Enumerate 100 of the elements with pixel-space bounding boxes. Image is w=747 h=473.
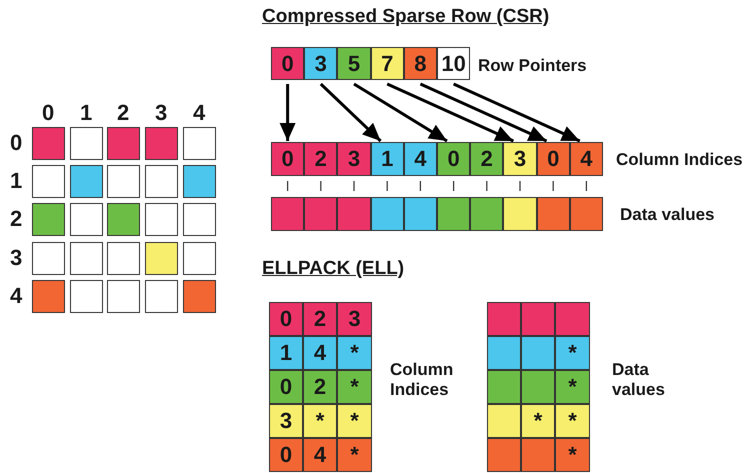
section-heading: ELLPACK (ELL) <box>262 258 404 280</box>
value-cell <box>487 336 521 370</box>
matrix-cell <box>70 280 103 313</box>
row-number: 1 <box>10 168 22 194</box>
matrix-cell <box>32 203 65 236</box>
index-cell: 3 <box>503 142 537 176</box>
tick-line <box>453 181 454 191</box>
matrix-cell <box>145 280 178 313</box>
index-cell: 3 <box>269 404 303 438</box>
value-cell <box>521 336 555 370</box>
value-cell <box>570 197 603 231</box>
index-cell: 0 <box>271 142 304 176</box>
pointer-cell: 8 <box>404 47 437 80</box>
matrix-cell <box>183 280 216 313</box>
table-label: Data values <box>612 360 666 400</box>
arrow <box>320 82 382 142</box>
arrow <box>280 84 296 141</box>
tick-line <box>552 181 554 191</box>
value-cell: * <box>555 438 590 472</box>
value-cell <box>370 197 404 231</box>
matrix-cell <box>32 280 65 313</box>
index-cell: 2 <box>304 142 338 176</box>
value-cell <box>487 404 521 438</box>
matrix-cell <box>107 280 140 313</box>
arrow <box>452 82 580 142</box>
value-cell: * <box>521 404 555 438</box>
matrix-cell <box>183 242 216 275</box>
index-cell: 2 <box>303 302 337 336</box>
matrix-cell <box>107 203 140 236</box>
pointer-cell: 10 <box>437 47 470 80</box>
matrix-cell <box>145 203 178 236</box>
index-cell: * <box>303 404 337 438</box>
index-cell: 4 <box>303 336 337 370</box>
matrix-cell <box>70 203 103 236</box>
value-cell <box>521 370 555 404</box>
table-label: Column Indices <box>390 360 454 400</box>
value-cell <box>521 438 555 472</box>
tick-line <box>586 181 587 191</box>
value-cell <box>503 197 537 231</box>
tick-line <box>486 181 488 191</box>
index-cell: 4 <box>303 438 337 472</box>
index-cell: * <box>337 370 372 404</box>
index-cell: 1 <box>269 336 303 370</box>
value-cell <box>337 197 371 231</box>
index-cell: 2 <box>303 370 337 404</box>
row-number: 2 <box>10 206 22 232</box>
tick-line <box>386 181 388 191</box>
matrix-cell <box>183 165 216 198</box>
matrix-cell <box>32 242 65 275</box>
matrix-cell <box>183 127 216 160</box>
matrix-cell <box>70 165 103 198</box>
tick-line <box>519 181 521 191</box>
matrix-cell <box>70 242 103 275</box>
column-number: 4 <box>193 100 206 126</box>
tick-line <box>287 181 288 191</box>
index-cell: 4 <box>404 142 437 176</box>
arrow <box>386 82 514 142</box>
column-number: 2 <box>117 100 130 126</box>
matrix-cell <box>107 127 140 160</box>
matrix-cell <box>32 165 65 198</box>
value-cell: * <box>555 370 590 404</box>
row-label: Row Pointers <box>478 56 587 76</box>
value-cell <box>487 438 521 472</box>
value-cell <box>437 197 470 231</box>
index-cell: 0 <box>269 302 303 336</box>
row-label: Column Indices <box>616 150 743 170</box>
value-cell <box>521 302 555 336</box>
index-cell: 3 <box>337 302 372 336</box>
matrix-cell <box>32 127 65 160</box>
index-cell: * <box>337 404 372 438</box>
value-cell <box>470 197 504 231</box>
index-cell: 2 <box>470 142 504 176</box>
value-cell: * <box>555 404 590 438</box>
value-cell <box>404 197 437 231</box>
index-cell: * <box>337 438 372 472</box>
pointer-cell: 7 <box>370 47 404 80</box>
value-cell <box>555 302 590 336</box>
column-number: 1 <box>80 100 92 126</box>
section-heading: Compressed Sparse Row (CSR) <box>262 6 550 28</box>
index-cell: 4 <box>570 142 603 176</box>
matrix-cell <box>70 127 103 160</box>
row-label: Data values <box>620 205 714 225</box>
arrow <box>420 82 548 142</box>
value-cell <box>487 302 521 336</box>
value-cell: * <box>555 336 590 370</box>
index-cell: * <box>337 336 372 370</box>
value-cell <box>304 197 338 231</box>
index-cell: 0 <box>269 438 303 472</box>
column-number: 0 <box>42 100 54 126</box>
matrix-cell <box>107 242 140 275</box>
value-cell <box>271 197 304 231</box>
tick-line <box>420 181 421 191</box>
matrix-cell <box>107 165 140 198</box>
tick-line <box>353 181 355 191</box>
row-number: 3 <box>10 245 22 270</box>
arrow <box>353 82 448 142</box>
matrix-cell <box>145 242 178 275</box>
matrix-cell <box>145 165 178 198</box>
index-cell: 3 <box>337 142 371 176</box>
matrix-cell <box>183 203 216 236</box>
